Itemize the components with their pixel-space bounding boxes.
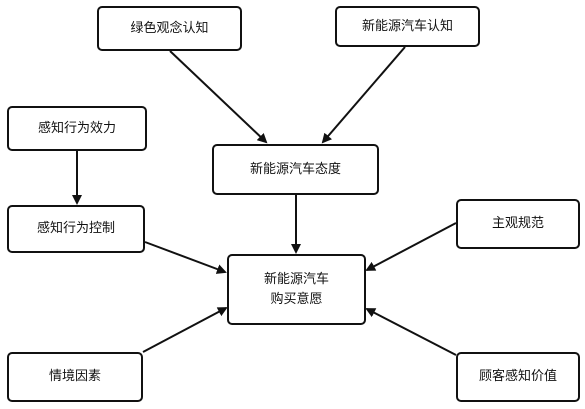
node-situational-factors: 情境因素: [7, 352, 143, 402]
node-purchase-intention-line1: 新能源汽车: [263, 271, 329, 287]
node-perceived-control-label: 感知行为控制: [36, 221, 115, 236]
node-green-cognition-label: 绿色观念认知: [130, 20, 209, 36]
edge-value-to-intention: [365, 308, 457, 356]
node-nev-attitude-label: 新能源汽车态度: [249, 161, 341, 177]
node-green-cognition: 绿色观念认知: [97, 6, 242, 51]
edge-norm-to-intention: [365, 222, 457, 271]
node-nev-attitude: 新能源汽车态度: [212, 144, 379, 195]
node-purchase-intention: 新能源汽车 购买意愿: [227, 254, 366, 325]
node-perceived-efficacy-label: 感知行为效力: [37, 120, 116, 136]
node-subjective-norm: 主观规范: [456, 199, 580, 249]
node-subjective-norm-label: 主观规范: [491, 216, 544, 231]
edge-situation-to-intention: [142, 307, 228, 353]
node-nev-cognition-label: 新能源汽车认知: [361, 18, 453, 34]
edge-control-to-intention: [144, 241, 227, 274]
node-nev-cognition: 新能源汽车认知: [335, 6, 480, 47]
edge-nev-cognition-to-attitude: [321, 46, 406, 144]
node-situational-factors-label: 情境因素: [48, 369, 101, 384]
edge-green-cognition-to-attitude: [169, 50, 268, 144]
node-perceived-efficacy: 感知行为效力: [7, 106, 147, 151]
node-perceived-value: 顾客感知价值: [456, 352, 580, 402]
node-perceived-control: 感知行为控制: [7, 205, 145, 253]
node-purchase-intention-line2: 购买意愿: [270, 291, 323, 307]
node-perceived-value-label: 顾客感知价值: [478, 369, 557, 384]
